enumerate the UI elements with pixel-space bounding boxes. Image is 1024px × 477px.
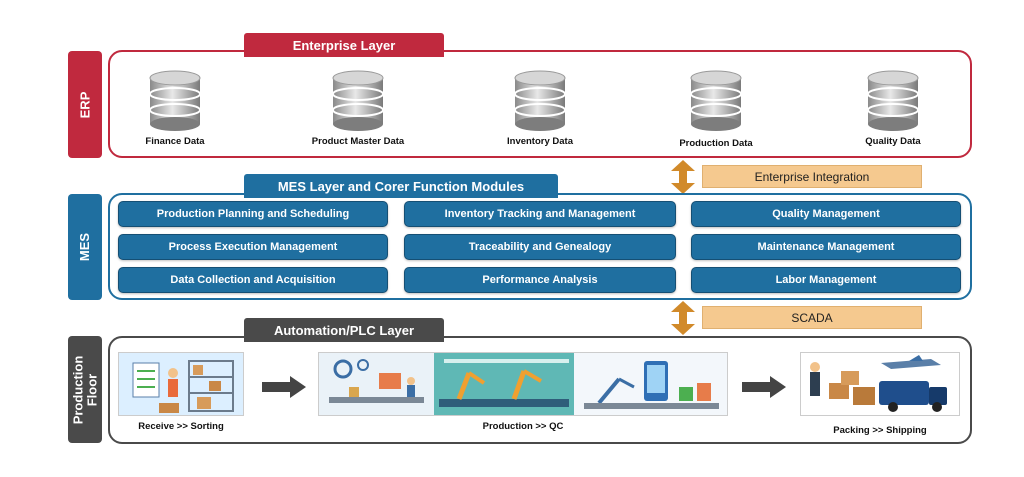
db-label: Product Master Data [311, 136, 405, 147]
database-icon [514, 70, 566, 131]
module-maintenance: Maintenance Management [691, 234, 961, 260]
right-arrow-icon [262, 376, 306, 398]
stage-label-packing: Packing >> Shipping [833, 425, 927, 436]
enterprise-integration-box: Enterprise Integration [702, 165, 922, 188]
database-icon [867, 70, 919, 131]
module-label: Production Planning and Scheduling [156, 208, 350, 220]
stage-label-receive: Receive >> Sorting [138, 421, 224, 432]
database-icon [690, 70, 742, 131]
db-label: Quality Data [865, 136, 921, 147]
packing-shipping-illustration [800, 352, 960, 416]
up-down-arrow-icon [671, 160, 695, 194]
floor-side-tab: Production Floor [68, 336, 102, 443]
mes-banner: MES Layer and Corer Function Modules [244, 174, 558, 198]
db-label: Finance Data [145, 136, 205, 147]
enterprise-integration-label: Enterprise Integration [754, 169, 870, 184]
module-quality-management: Quality Management [691, 201, 961, 227]
scada-box: SCADA [702, 306, 922, 329]
db-product-master: Product Master Data [303, 70, 413, 147]
module-label: Inventory Tracking and Management [444, 208, 636, 220]
mes-banner-label: MES Layer and Corer Function Modules [277, 178, 525, 194]
db-finance: Finance Data [130, 70, 220, 147]
module-traceability: Traceability and Genealogy [404, 234, 676, 260]
production-line-illustration [318, 352, 728, 416]
right-arrow-icon [742, 376, 786, 398]
erp-side-label: ERP [76, 91, 92, 118]
db-label: Production Data [679, 138, 753, 149]
module-label: Quality Management [772, 208, 880, 220]
db-quality: Quality Data [848, 70, 938, 147]
erp-banner-label: Enterprise Layer [292, 37, 396, 53]
stage-label-production: Production >> QC [482, 421, 564, 432]
module-label: Data Collection and Acquisition [170, 274, 336, 286]
scada-label: SCADA [791, 310, 833, 325]
erp-banner: Enterprise Layer [244, 33, 444, 57]
module-label: Labor Management [775, 274, 877, 286]
module-labor-management: Labor Management [691, 267, 961, 293]
module-label: Maintenance Management [757, 241, 895, 253]
module-label: Traceability and Genealogy [468, 241, 612, 253]
module-data-collection: Data Collection and Acquisition [118, 267, 388, 293]
up-down-arrow-icon [671, 301, 695, 335]
erp-side-tab: ERP [68, 51, 102, 158]
module-inventory-tracking: Inventory Tracking and Management [404, 201, 676, 227]
mes-side-label: MES [76, 232, 92, 262]
module-production-planning: Production Planning and Scheduling [118, 201, 388, 227]
module-performance-analysis: Performance Analysis [404, 267, 676, 293]
module-label: Process Execution Management [168, 241, 338, 253]
mes-side-tab: MES [68, 194, 102, 300]
db-inventory: Inventory Data [495, 70, 585, 147]
database-icon [332, 70, 384, 131]
warehouse-sorting-illustration [118, 352, 244, 416]
floor-banner-label: Automation/PLC Layer [273, 322, 415, 338]
database-icon [149, 70, 201, 131]
module-process-execution: Process Execution Management [118, 234, 388, 260]
db-production: Production Data [671, 70, 761, 149]
module-label: Performance Analysis [482, 274, 598, 286]
floor-banner: Automation/PLC Layer [244, 318, 444, 342]
floor-side-label: Production Floor [70, 355, 100, 424]
db-label: Inventory Data [507, 136, 573, 147]
